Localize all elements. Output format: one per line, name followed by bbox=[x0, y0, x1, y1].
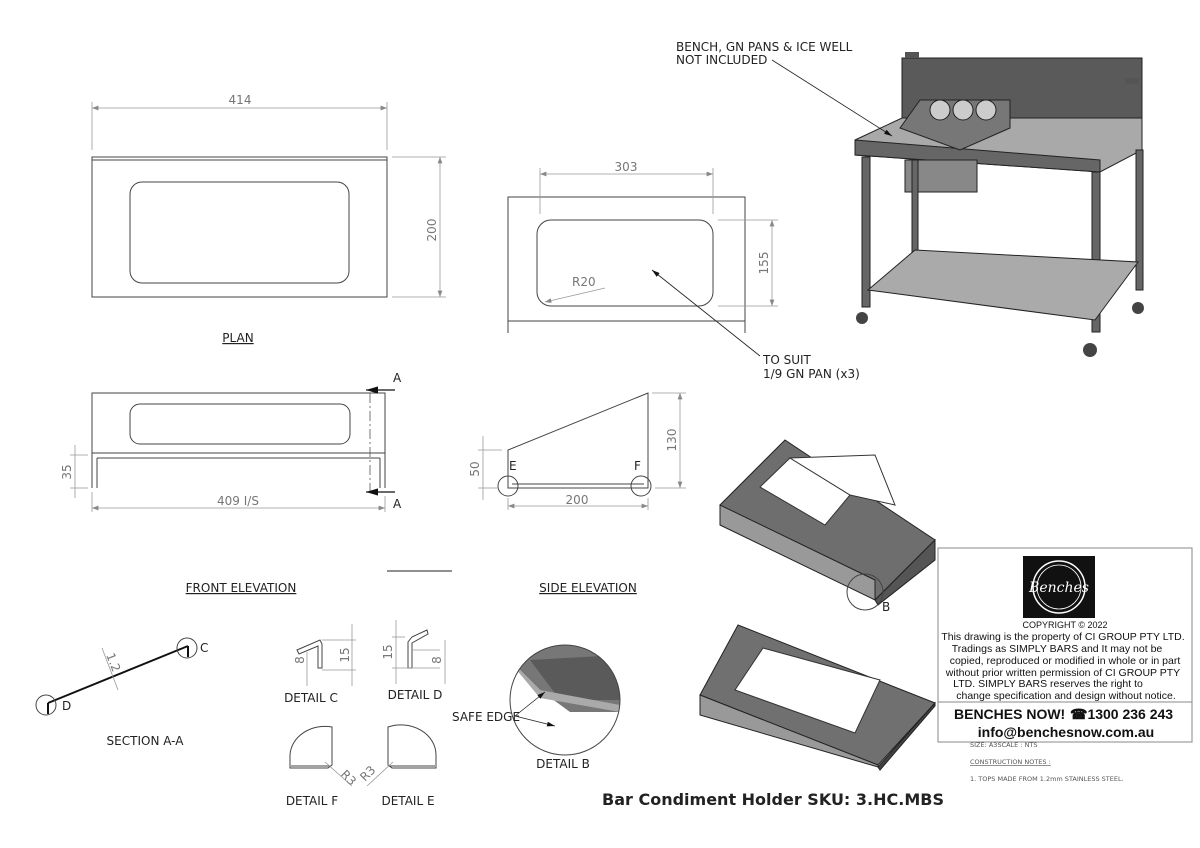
section-aa: C D 1.2 SECTION A-A bbox=[35, 637, 208, 748]
iso-view-underside: B bbox=[719, 439, 936, 614]
section-aa-label: SECTION A-A bbox=[107, 734, 185, 748]
bench-note-line2: NOT INCLUDED bbox=[676, 53, 767, 67]
detail-f: R3 DETAIL F bbox=[286, 725, 359, 808]
notice-line: This drawing is the property of CI GROUP… bbox=[941, 631, 1184, 643]
detail-d-dim-15: 15 bbox=[381, 644, 395, 659]
thickness-dim: 1.2 bbox=[103, 651, 123, 674]
notice-line: change specification and design without … bbox=[956, 690, 1175, 702]
front-height-side-dim: 50 bbox=[468, 461, 482, 476]
detail-f-label: DETAIL F bbox=[286, 794, 338, 808]
plan-depth-dim: 200 bbox=[425, 219, 439, 242]
detail-c-label: DETAIL C bbox=[284, 691, 338, 705]
detail-f-radius: R3 bbox=[338, 767, 359, 788]
construction-notes-heading: CONSTRUCTION NOTES : bbox=[970, 758, 1051, 766]
detail-e-label: DETAIL E bbox=[381, 794, 434, 808]
rear-height-dim: 130 bbox=[665, 429, 679, 452]
insert-view: 303 155 R20 TO SUIT 1/9 GN PAN (x3) bbox=[507, 160, 860, 381]
plan-label: PLAN bbox=[222, 331, 253, 345]
company-phone: ☎1300 236 243 bbox=[1070, 706, 1173, 722]
side-elevation-label: SIDE ELEVATION bbox=[539, 581, 637, 595]
size-scale: SIZE: A3SCALE : NTS bbox=[970, 741, 1038, 749]
section-detail-d: D bbox=[62, 699, 71, 713]
detail-f-marker: F bbox=[634, 459, 641, 473]
safe-edge-label: SAFE EDGE bbox=[452, 710, 520, 724]
detail-e: R3 DETAIL E bbox=[357, 724, 437, 808]
company-email: info@benchesnow.com.au bbox=[978, 724, 1154, 740]
drawing-title: Bar Condiment Holder SKU: 3.HC.MBS bbox=[602, 790, 944, 809]
plan-width-dim: 414 bbox=[229, 93, 252, 107]
pan-note-line2: 1/9 GN PAN (x3) bbox=[763, 367, 860, 381]
notice-line: copied, reproduced or modified in whole … bbox=[950, 655, 1181, 667]
side-elevation: E F 50 130 200 SIDE ELEVATION bbox=[468, 392, 686, 595]
detail-c: 15 8 DETAIL C bbox=[284, 624, 356, 705]
front-elevation: A A 35 409 I/S FRONT ELEVATION bbox=[60, 371, 452, 595]
logo-text: Benches bbox=[1028, 580, 1089, 596]
notice-line: Tradings as SIMPLY BARS and It may not b… bbox=[952, 643, 1163, 655]
copyright: COPYRIGHT © 2022 bbox=[1023, 620, 1108, 630]
front-height-dim: 35 bbox=[60, 464, 74, 479]
company-name: BENCHES NOW! bbox=[954, 706, 1065, 722]
iso-view-top bbox=[699, 624, 936, 771]
plan-view: 414 200 PLAN bbox=[91, 93, 446, 345]
notice-line: LTD. SIMPLY BARS reserves the right to bbox=[953, 678, 1143, 690]
detail-c-dim-8: 8 bbox=[293, 656, 307, 664]
notice-line: without prior written permission of CI G… bbox=[945, 667, 1180, 679]
section-marker-bottom: A bbox=[393, 497, 402, 511]
construction-note: 1. TOPS MADE FROM 1.2mm STAINLESS STEEL. bbox=[970, 775, 1124, 783]
front-elevation-label: FRONT ELEVATION bbox=[186, 581, 297, 595]
insert-height-dim: 155 bbox=[757, 252, 771, 275]
detail-e-marker: E bbox=[509, 459, 517, 473]
detail-d-label: DETAIL D bbox=[388, 688, 443, 702]
radius-dim: R20 bbox=[572, 275, 596, 289]
bench-note-line1: BENCH, GN PANS & ICE WELL bbox=[676, 40, 853, 54]
detail-b: SAFE EDGE DETAIL B bbox=[452, 644, 621, 771]
detail-d: 15 8 DETAIL D bbox=[381, 620, 446, 702]
inside-width-dim: 409 I/S bbox=[217, 494, 259, 508]
detail-c-dim-15: 15 bbox=[338, 647, 352, 662]
title-block: Benches COPYRIGHT © 2022 This drawing is… bbox=[937, 547, 1193, 743]
pan-note-line1: TO SUIT bbox=[762, 353, 812, 367]
detail-b-marker: B bbox=[882, 600, 890, 614]
side-depth-dim: 200 bbox=[566, 493, 589, 507]
company-logo: Benches bbox=[1023, 556, 1095, 618]
section-detail-c: C bbox=[200, 641, 208, 655]
detail-b-label: DETAIL B bbox=[536, 757, 590, 771]
section-marker-top: A bbox=[393, 371, 402, 385]
insert-width-dim: 303 bbox=[615, 160, 638, 174]
bench-illustration bbox=[854, 52, 1144, 357]
detail-d-dim-8: 8 bbox=[430, 656, 444, 664]
detail-e-radius: R3 bbox=[357, 763, 378, 784]
